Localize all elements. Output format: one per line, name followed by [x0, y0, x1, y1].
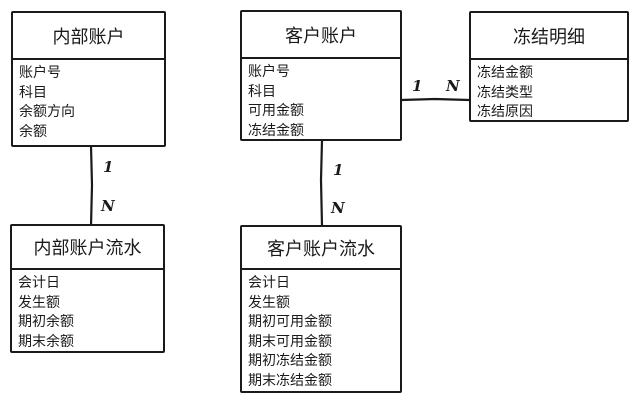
- attribute-list: 账户号 科目 可用金额 冻结金额: [242, 59, 400, 145]
- entity-title: 内部账户: [13, 13, 164, 60]
- entity-internal-account-flow: 内部账户流水 会计日 发生额 期初余额 期末余额: [10, 224, 165, 353]
- entity-title: 内部账户流水: [12, 226, 163, 270]
- attribute: 科目: [248, 83, 276, 100]
- attribute: 余额方向: [19, 104, 75, 120]
- attribute: 余额: [19, 123, 47, 140]
- line-internal-to-flow: [89, 144, 94, 228]
- cardinality-label: N: [331, 199, 345, 217]
- attribute: 发生额: [248, 294, 290, 311]
- attribute: 期末余额: [18, 333, 74, 350]
- attribute-list: 会计日 发生额 期初余额 期末余额: [12, 270, 163, 356]
- attribute: 可用金额: [248, 103, 304, 119]
- attribute: 冻结类型: [477, 84, 533, 101]
- attribute: 冻结金额: [477, 65, 533, 81]
- cardinality-label: N: [101, 197, 115, 215]
- entity-customer-account: 客户账户 账户号 科目 可用金额 冻结金额: [240, 10, 402, 141]
- line-customer-to-freeze: [399, 97, 471, 102]
- entity-title: 冻结明细: [471, 13, 627, 60]
- attribute: 冻结原因: [477, 104, 533, 120]
- entity-title: 客户账户流水: [242, 227, 400, 270]
- entity-customer-account-flow: 客户账户流水 会计日 发生额 期初可用金额 期末可用金额 期初冻结金额 期末冻结…: [240, 225, 402, 393]
- cardinality-label: 1: [412, 77, 423, 95]
- attribute: 账户号: [248, 64, 290, 80]
- attribute: 期初冻结金额: [248, 353, 332, 369]
- cardinality-label: 1: [103, 158, 114, 176]
- attribute: 期初余额: [18, 314, 74, 330]
- attribute-list: 账户号 科目 余额方向 余额: [13, 60, 164, 146]
- attribute: 冻结金额: [248, 122, 304, 139]
- attribute: 账户号: [19, 65, 61, 81]
- entity-title: 客户账户: [242, 12, 400, 59]
- attribute: 期末可用金额: [248, 333, 332, 350]
- attribute: 发生额: [18, 294, 60, 311]
- attribute: 会计日: [248, 275, 290, 291]
- cardinality-label: N: [446, 77, 460, 95]
- attribute-list: 冻结金额 冻结类型 冻结原因: [471, 60, 627, 127]
- entity-internal-account: 内部账户 账户号 科目 余额方向 余额: [11, 11, 166, 147]
- attribute: 科目: [19, 84, 47, 101]
- attribute: 期初可用金额: [248, 314, 332, 330]
- attribute-list: 会计日 发生额 期初可用金额 期末可用金额 期初冻结金额 期末冻结金额: [242, 270, 400, 395]
- entity-freeze-detail: 冻结明细 冻结金额 冻结类型 冻结原因: [469, 11, 629, 122]
- attribute: 期末冻结金额: [248, 372, 332, 389]
- line-customer-to-flow: [319, 138, 324, 228]
- cardinality-label: 1: [333, 161, 344, 179]
- attribute: 会计日: [18, 275, 60, 291]
